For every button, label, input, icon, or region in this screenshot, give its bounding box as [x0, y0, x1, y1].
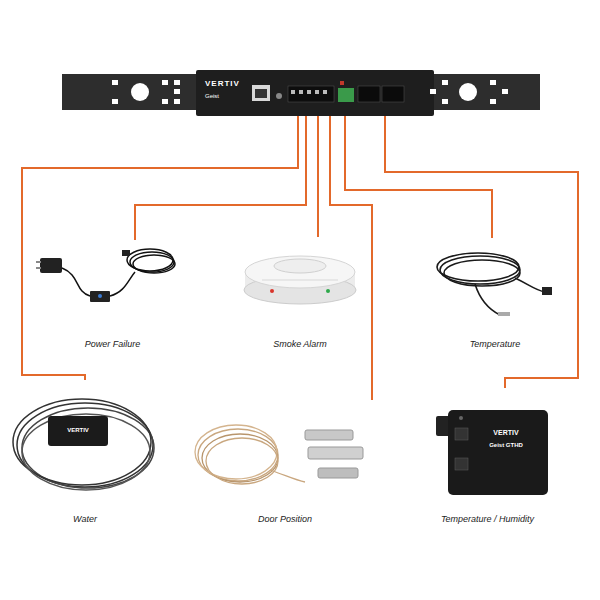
cable-line — [345, 116, 492, 238]
sensor-item: Power Failure — [26, 240, 199, 352]
door-switch-drawing — [195, 425, 363, 484]
sensor-caption: Power Failure — [26, 339, 199, 350]
temperature-probe-drawing — [437, 253, 552, 316]
device-logo: VERTIV — [468, 428, 544, 437]
sensor-item: Smoke Alarm — [226, 237, 374, 352]
sensor-item: Door Position — [186, 400, 384, 527]
smoke-alarm-drawing — [244, 256, 356, 304]
sensor-caption: Temperature — [416, 339, 574, 350]
cable-line — [385, 116, 578, 388]
device-logo: Geist GTHD — [468, 441, 544, 449]
gthd-sensor-drawing — [436, 410, 548, 495]
cable-line — [135, 116, 306, 240]
sensor-caption: Water — [1, 514, 169, 525]
power-adapter-drawing — [36, 249, 175, 302]
device-logo: VERTIV — [48, 426, 108, 434]
cable-line — [330, 116, 372, 400]
brand-logo: VERTIV — [205, 79, 240, 89]
sensor-item: Temperature — [416, 238, 574, 352]
water-sensor-drawing — [13, 399, 154, 490]
sensor-item: Temperature / Humidity — [396, 388, 579, 527]
cable-line — [317, 116, 319, 237]
sensor-item: Water — [1, 380, 169, 527]
cable-line — [22, 116, 298, 380]
product-name: Geist — [205, 92, 219, 100]
sensor-caption: Door Position — [186, 514, 384, 525]
rack-unit-drawing — [62, 70, 540, 116]
sensor-caption: Smoke Alarm — [226, 339, 374, 350]
rack-unit: VERTIV Geist — [62, 70, 540, 116]
sensor-caption: Temperature / Humidity — [396, 514, 579, 525]
